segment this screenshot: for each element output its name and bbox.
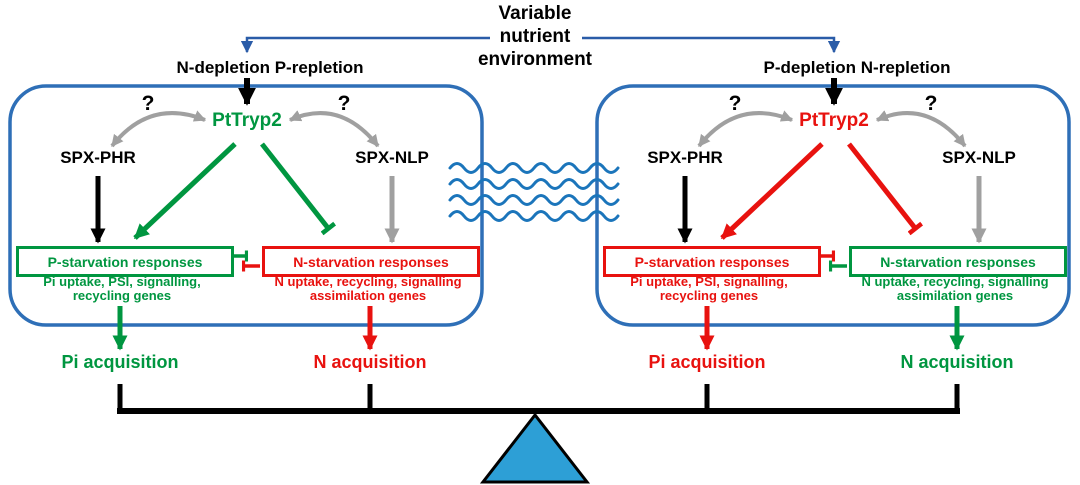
p-starvation-detail-line1: Pi uptake, PSI, signalling, xyxy=(43,274,201,289)
pi-acquisition-label: Pi acquisition xyxy=(61,352,179,372)
wave-line-3 xyxy=(448,194,620,206)
p-starvation-responses-box: P-starvation responses xyxy=(603,246,821,277)
right-tryp2-activation-arrow xyxy=(720,142,824,240)
n-acquisition-label: N acquisition xyxy=(313,352,427,372)
title-line-1: Variable xyxy=(498,3,572,24)
environment-to-right-arrow xyxy=(582,36,841,54)
title-line-2: nutrient xyxy=(499,26,571,47)
spx-phr-label: SPX-PHR xyxy=(60,148,136,167)
pttryp2-label: PtTryp2 xyxy=(212,110,282,131)
environment-to-left-arrow xyxy=(240,36,490,54)
p-starvation-responses-box: P-starvation responses xyxy=(16,246,234,277)
question-mark-left: ? xyxy=(728,92,742,115)
wave-line-4 xyxy=(448,210,620,222)
n-acquisition-label: N acquisition xyxy=(900,352,1014,372)
balance-fulcrum-triangle xyxy=(479,412,591,484)
n-starvation-detail-line2: assimilation genes xyxy=(896,288,1014,303)
left-tryp2-nlp-arc xyxy=(288,110,380,148)
n-starvation-detail-line1: N uptake, recycling, signalling xyxy=(861,274,1049,289)
condition-label: P-depletion N-repletion xyxy=(763,58,951,77)
p-starvation-detail-line2: recycling genes xyxy=(72,288,172,303)
p-starvation-detail-line2: recycling genes xyxy=(659,288,759,303)
n-starvation-responses-box: N-starvation responses xyxy=(262,246,480,277)
spx-nlp-label: SPX-NLP xyxy=(942,148,1016,167)
wave-line-1 xyxy=(448,162,620,174)
panel-p-depletion-n-repletion: P-depletion N-repletion PtTryp2 ? ? SPX-… xyxy=(597,58,1069,372)
wave-line-2 xyxy=(448,178,620,190)
spx-phr-label: SPX-PHR xyxy=(647,148,723,167)
left-tryp2-inhibition-line xyxy=(260,142,337,236)
panel-n-depletion-p-repletion: N-depletion P-repletion PtTryp2 ? ? SPX-… xyxy=(10,58,482,372)
right-tryp2-inhibition-line xyxy=(847,142,924,236)
question-mark-left: ? xyxy=(141,92,155,115)
n-starvation-responses-box: N-starvation responses xyxy=(849,246,1067,277)
condition-label: N-depletion P-repletion xyxy=(176,58,364,77)
variable-nutrient-environment-title: Variable nutrient environment xyxy=(478,2,592,71)
n-starvation-detail-line2: assimilation genes xyxy=(309,288,427,303)
pttryp2-label: PtTryp2 xyxy=(799,110,869,131)
n-starvation-detail-line1: N uptake, recycling, signalling xyxy=(274,274,462,289)
question-mark-right: ? xyxy=(924,92,938,115)
right-tryp2-nlp-arc xyxy=(875,110,967,148)
question-mark-right: ? xyxy=(337,92,351,115)
left-tryp2-activation-arrow xyxy=(133,142,237,240)
left-phr-tryp2-arc xyxy=(110,110,207,148)
title-line-3: environment xyxy=(477,49,593,70)
spx-nlp-label: SPX-NLP xyxy=(355,148,429,167)
pi-acquisition-label: Pi acquisition xyxy=(648,352,766,372)
p-starvation-detail-line1: Pi uptake, PSI, signalling, xyxy=(630,274,788,289)
right-phr-tryp2-arc xyxy=(697,110,794,148)
